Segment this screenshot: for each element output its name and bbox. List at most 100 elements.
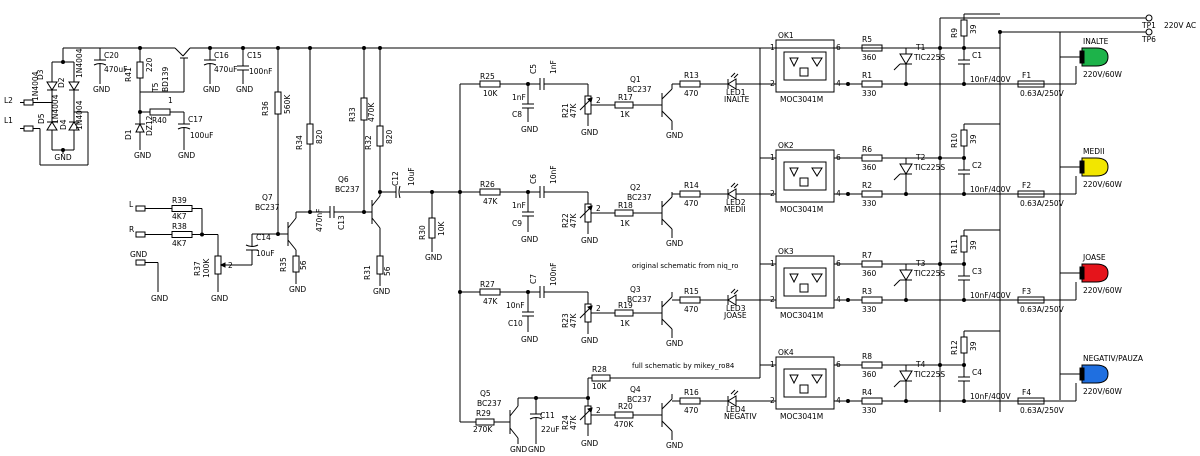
opto-led-ch2	[789, 167, 799, 178]
junction-pin4-ch4	[846, 399, 850, 403]
resistor-a-label-ch4: R8	[862, 352, 872, 361]
optocoupler-value-ch1: MOC3041M	[780, 95, 823, 104]
resistor-c-value-ch2: 39	[969, 134, 978, 144]
resistor-a-ch4	[861, 361, 883, 369]
cap-value-ch2: 10nF/400V	[970, 185, 1011, 194]
note-original: original schematic from niq_ro	[632, 262, 738, 270]
led-ray-b-ch4	[733, 390, 739, 396]
resistor-r34	[306, 123, 314, 145]
resistor-r28	[591, 374, 611, 382]
junction-snubber-ch1	[962, 46, 966, 50]
resistor-r39	[171, 205, 193, 212]
opto-zc-ch1	[799, 67, 809, 77]
c13-label: C13	[337, 215, 346, 230]
triac-value-ch3: TIC225S	[913, 269, 945, 278]
triac-ch1	[899, 53, 913, 65]
triac-gate-ch3	[893, 279, 901, 287]
connector-l2[interactable]	[20, 99, 46, 106]
ac-rail-label: 220V AC	[1164, 21, 1196, 30]
resistor-a-label-ch2: R6	[862, 145, 872, 154]
r36-label: R36	[261, 101, 270, 116]
lamp-value-ch4: 220V/60W	[1083, 387, 1123, 396]
r24-value: 47K	[569, 414, 578, 430]
connector-l-label: L	[129, 200, 134, 209]
r27-label: R27	[480, 280, 495, 289]
resistor-c-label-ch1: R9	[950, 28, 959, 38]
tp1-label: TP1	[1141, 21, 1156, 30]
connector-l1[interactable]	[20, 125, 40, 132]
triac-ch4	[899, 370, 913, 382]
lamp-base-ch4	[1079, 367, 1085, 381]
lamp-value-ch2: 220V/60W	[1083, 180, 1123, 189]
resistor-b-value-ch3: 330	[862, 305, 877, 314]
connector-l[interactable]	[135, 205, 172, 212]
testpoint-tp1[interactable]	[1132, 14, 1153, 22]
resistor-b-value-ch2: 330	[862, 199, 877, 208]
d2-value: 1N4004	[75, 48, 84, 78]
tp6-label: TP6	[1141, 35, 1156, 44]
gnd-r37: GND	[211, 294, 228, 303]
potentiometer-r23	[579, 292, 593, 334]
r34-value: 820	[315, 129, 324, 144]
fuse-value-ch2: 0.63A/250V	[1020, 199, 1065, 208]
power-supply-section: L2 L1 D3 1N4004 D2 1N4004 D5 1N4004 D4 1	[4, 46, 1000, 166]
optocoupler-ch2	[775, 149, 835, 203]
resistor-c-ch4	[960, 336, 968, 354]
resistor-r40	[149, 108, 171, 116]
led-name-ch3: JOASE	[723, 311, 747, 320]
r35-label: R35	[279, 257, 288, 272]
d4-value: 1N4004	[75, 100, 84, 130]
r39-label: R39	[172, 196, 187, 205]
triac-value-ch1: TIC225S	[913, 53, 945, 62]
opto-triac-ch2	[811, 167, 823, 177]
led-resistor-label-ch2: R14	[684, 181, 699, 190]
lamp-ch4	[1081, 364, 1109, 384]
r41-label: R41	[124, 67, 133, 82]
d2-label: D2	[57, 77, 66, 88]
resistor-r20	[614, 411, 634, 419]
connector-gnd[interactable]	[135, 259, 159, 292]
c9-value: 1nF	[512, 201, 526, 210]
led-resistor-value-ch2: 470	[684, 199, 699, 208]
r19-label: R19	[618, 301, 633, 310]
potentiometer-r37	[214, 234, 226, 292]
testpoint-tp6[interactable]	[1132, 28, 1153, 36]
r23-pin: 2	[596, 304, 601, 313]
d4-label: D4	[59, 119, 68, 130]
gnd-r24: GND	[581, 439, 598, 448]
gnd-r30: GND	[425, 253, 442, 262]
optocoupler-value-ch2: MOC3041M	[780, 205, 823, 214]
gnd-r21: GND	[581, 128, 598, 137]
connector-r[interactable]	[135, 231, 172, 238]
resistor-r30	[428, 217, 436, 239]
ok-pin1-ch2: 1	[770, 153, 775, 162]
cap-label-ch3: C3	[972, 267, 982, 276]
gnd-input: GND	[151, 294, 168, 303]
led-label-ch4: LED4	[726, 405, 746, 414]
junction-cap-ch2	[962, 192, 966, 196]
triac-value-ch2: TIC225S	[913, 163, 945, 172]
led-resistor-label-ch1: R13	[684, 71, 699, 80]
resistor-r41	[136, 61, 144, 79]
q7-value: BC237	[255, 203, 280, 212]
r35-value: 56	[299, 260, 308, 270]
optocoupler-label-ch2: OK2	[778, 141, 794, 150]
c11-value: 22uF	[541, 425, 560, 434]
r30-value: 10K	[437, 220, 446, 236]
lamp-value-ch1: 220V/60W	[1083, 70, 1123, 79]
r25-value: 10K	[483, 89, 499, 98]
transistor-q3	[661, 292, 673, 338]
fuse-label-ch2: F2	[1022, 181, 1031, 190]
fuse-value-ch3: 0.63A/250V	[1020, 305, 1065, 314]
junction-snubber-ch3	[962, 262, 966, 266]
junction-pin4-ch3	[846, 298, 850, 302]
d3-label: D3	[36, 69, 45, 80]
capacitor-c6	[539, 186, 588, 198]
optocoupler-value-ch4: MOC3041M	[780, 412, 823, 421]
gnd-c20: GND	[93, 85, 110, 94]
fuse-value-ch4: 0.63A/250V	[1020, 406, 1065, 415]
gnd-q3: GND	[666, 339, 683, 348]
resistor-a-label-ch3: R7	[862, 251, 872, 260]
capacitor-c17	[177, 112, 191, 150]
